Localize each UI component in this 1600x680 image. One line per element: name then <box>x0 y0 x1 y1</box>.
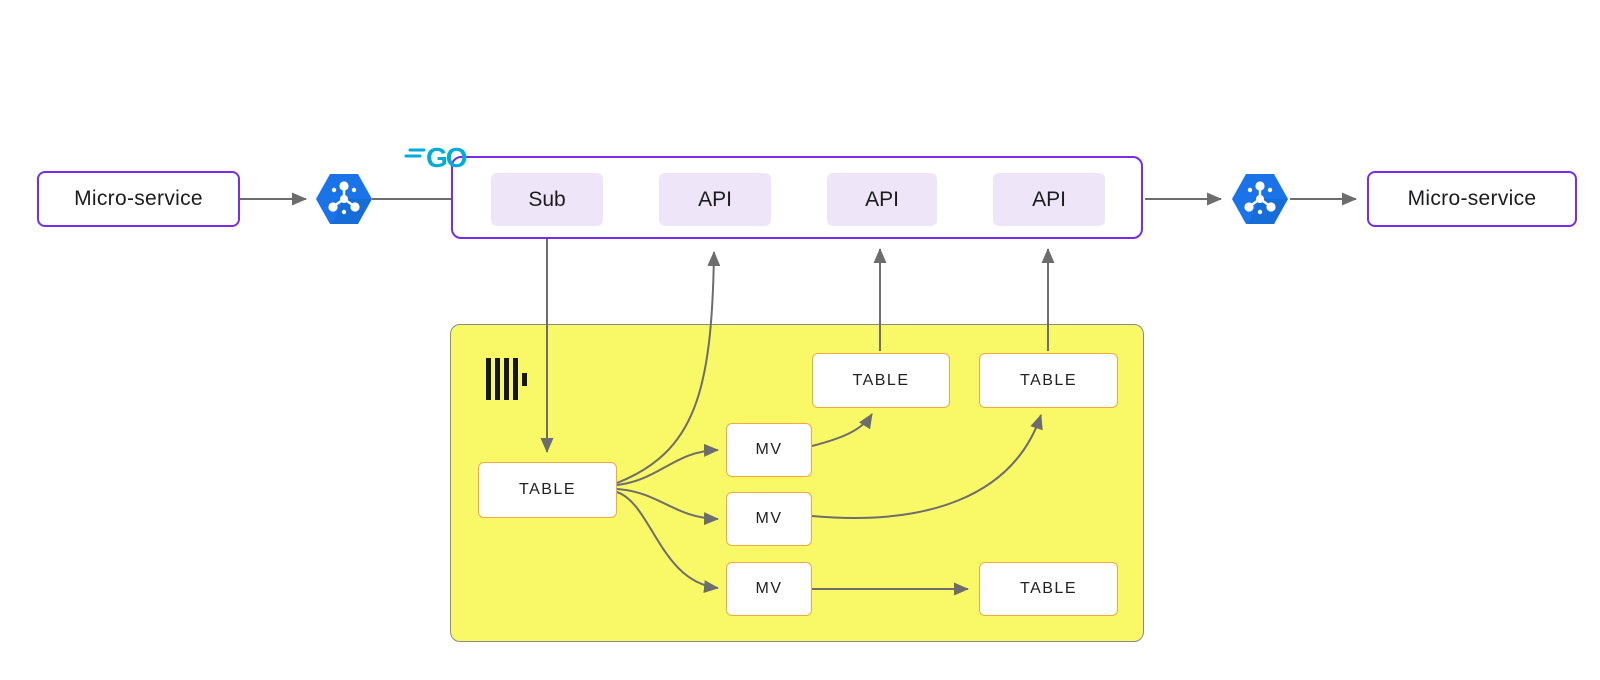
go-logo-icon: GO <box>404 137 484 178</box>
clickhouse-logo-icon <box>486 358 527 400</box>
main-table-box: TABLE <box>478 462 617 518</box>
mv-label-3: MV <box>755 580 783 597</box>
pubsub-hexagon-icon <box>1232 173 1288 225</box>
pubsub-hexagon-left-icon <box>316 174 372 224</box>
api-label-2: API <box>865 187 899 211</box>
api-box-2: API <box>827 173 937 226</box>
sub-box: Sub <box>491 173 603 226</box>
clickhouse-bar <box>504 358 509 400</box>
microservice-left-label: Micro-service <box>74 187 203 210</box>
sub-label: Sub <box>528 187 566 211</box>
top-table-box-2: TABLE <box>979 353 1118 408</box>
clickhouse-bar <box>486 358 491 400</box>
microservice-left-box: Micro-service <box>37 171 240 227</box>
api-label-3: API <box>1032 187 1066 211</box>
top-table-label-1: TABLE <box>852 371 910 389</box>
bottom-table-label: TABLE <box>1020 580 1077 597</box>
main-table-label: TABLE <box>519 481 576 498</box>
top-table-box-1: TABLE <box>812 353 950 408</box>
api-box-1: API <box>659 173 771 226</box>
pubsub-hexagon-right-icon <box>1232 174 1288 224</box>
microservice-right-box: Micro-service <box>1367 171 1577 227</box>
bottom-table-box: TABLE <box>979 562 1118 616</box>
clickhouse-dot <box>522 372 527 386</box>
mv-box-2: MV <box>726 492 812 546</box>
mv-label-1: MV <box>755 441 783 458</box>
top-table-label-2: TABLE <box>1020 371 1077 389</box>
api-box-3: API <box>993 173 1105 226</box>
microservice-right-label: Micro-service <box>1407 187 1537 210</box>
clickhouse-bar <box>495 358 500 400</box>
go-logo-text: GO <box>426 142 467 173</box>
mv-label-2: MV <box>755 510 783 527</box>
mv-box-3: MV <box>726 562 812 616</box>
go-logo-svg: GO <box>404 142 469 173</box>
mv-box-1: MV <box>726 423 812 477</box>
pubsub-hexagon-icon <box>316 173 372 225</box>
clickhouse-bar <box>513 358 518 400</box>
api-label-1: API <box>698 187 732 211</box>
